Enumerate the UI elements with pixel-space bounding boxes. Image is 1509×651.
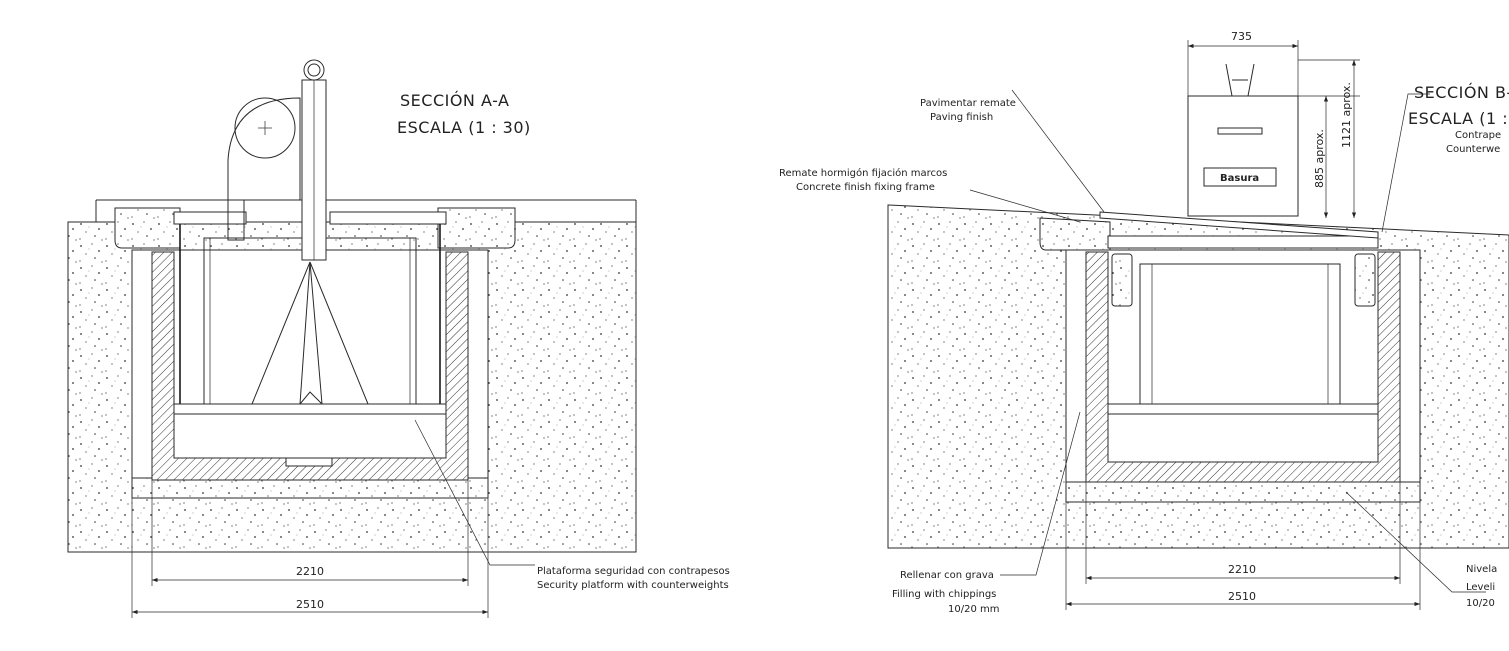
section-a-note-en: Security platform with counterweights [537,580,729,591]
note-concrete-es: Remate hormigón fijación marcos [779,167,947,179]
note-level-size: 10/20 [1466,598,1495,609]
note-fill-en: Filling with chippings [892,589,996,600]
note-paving-es: Pavimentar remate [920,98,1016,109]
section-b-dim-h1: 885 aprox. [1313,129,1326,188]
section-a-dim-inner: 2210 [296,565,324,578]
section-a-pit-wall [151,251,469,481]
section-b-dim-outer: 2510 [1228,590,1256,603]
section-a-dim-outer: 2510 [296,598,324,611]
section-a-scale: ESCALA (1 : 30) [397,118,531,137]
bin-label: Basura [1220,173,1259,184]
section-b-drawing [887,40,1509,610]
note-counter-en: Counterwe [1446,144,1500,155]
section-a-note-es: Plataforma seguridad con contrapesos [537,566,730,577]
note-level-es: Nivela [1466,564,1497,575]
section-a-title: SECCIÓN A-A [400,91,509,110]
note-fill-size: 10/20 mm [948,604,999,615]
note-level-en: Leveli [1466,582,1495,593]
section-b-dim-inner: 2210 [1228,563,1256,576]
section-b-dim-h2: 1121 aprox. [1340,82,1353,148]
section-b-title: SECCIÓN B- [1414,83,1509,102]
note-paving-en: Paving finish [930,112,993,123]
section-b-dim-top: 735 [1231,30,1252,43]
section-b-scale: ESCALA (1 : : [1408,109,1509,128]
note-counter-es: Contrape [1455,130,1501,141]
note-concrete-en: Concrete finish fixing frame [796,182,935,193]
section-b-pit-wall [1085,251,1401,483]
section-a-drawing [67,59,637,618]
note-fill-es: Rellenar con grava [900,570,994,581]
